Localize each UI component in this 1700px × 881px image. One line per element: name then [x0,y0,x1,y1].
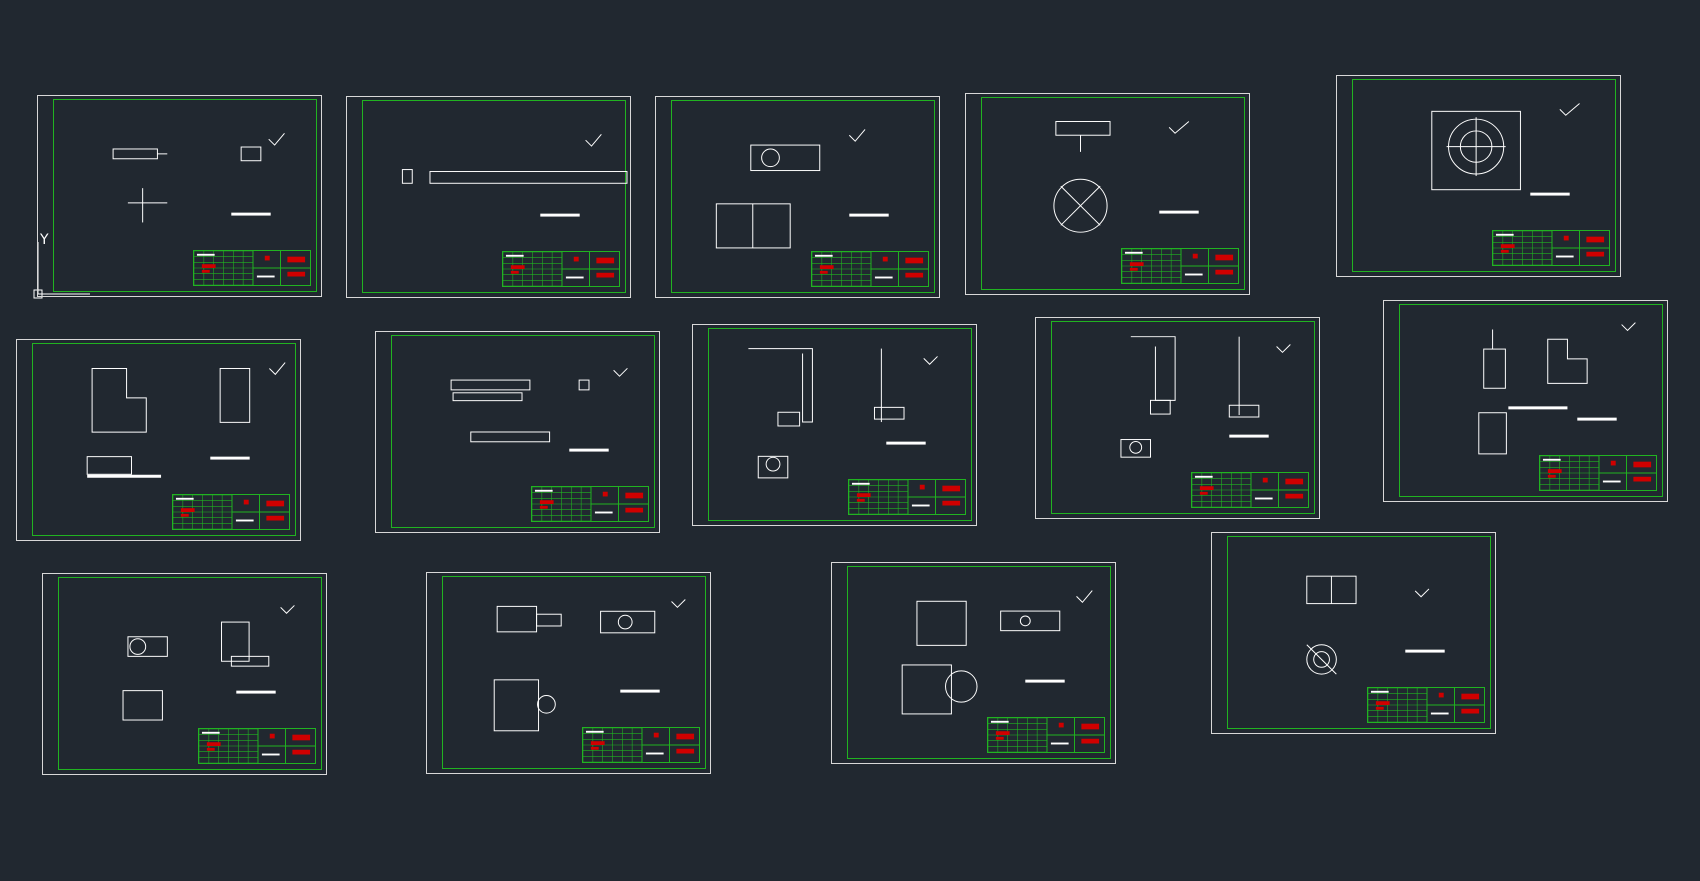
drawing-sheet-14[interactable] [1211,532,1496,734]
title-block [172,494,290,530]
sheet-frame [442,576,706,769]
drawing-sheet-12[interactable] [426,572,711,774]
sheet-frame [671,100,935,293]
sheet-frame [391,335,655,528]
title-block [848,479,966,515]
title-block [198,728,316,764]
drawing-sheet-7[interactable] [375,331,660,533]
drawing-sheet-2[interactable] [346,96,631,298]
title-block [193,250,311,286]
sheet-frame [362,100,628,293]
part-geometry [450,367,628,452]
sheet-frame [58,577,322,770]
part-geometry [1120,336,1291,458]
title-block [531,486,649,522]
part-geometry [493,599,686,732]
part-geometry [715,129,889,249]
part-geometry [86,362,286,478]
sheet-frame [53,99,317,292]
ucs-icon: Y [33,232,90,299]
part-geometry [748,348,938,479]
sheet-frame [32,343,296,536]
drawing-sheet-13[interactable] [831,562,1116,764]
drawing-sheet-10[interactable] [1383,300,1668,502]
sheet-frame [1227,536,1491,729]
sheet-frame [981,97,1245,290]
drawing-sheet-11[interactable] [42,573,327,775]
part-geometry [122,605,295,721]
drawing-sheet-1[interactable] [37,95,322,297]
title-block [1367,687,1485,723]
part-geometry [901,590,1093,715]
part-geometry [1478,322,1636,455]
title-block [502,251,620,287]
drawing-sheet-6[interactable] [16,339,301,541]
drawing-sheet-9[interactable] [1035,317,1320,519]
title-block [1121,248,1239,284]
title-block [811,251,929,287]
drawing-sheet-8[interactable] [692,324,977,526]
title-block [987,717,1105,753]
drawing-sheet-3[interactable] [655,96,940,298]
sheet-frame [1352,79,1616,272]
ucs-y-label: Y [39,232,49,248]
drawing-sheet-4[interactable] [965,93,1250,295]
title-block [582,727,700,763]
part-geometry [1431,103,1580,196]
part-geometry [112,132,285,223]
sheet-frame [1051,321,1315,514]
drawing-sheet-5[interactable] [1336,75,1621,277]
part-geometry [401,133,628,217]
title-block [1539,455,1657,491]
part-geometry [1053,121,1199,233]
sheet-frame [847,566,1111,759]
sheet-frame [1399,304,1663,497]
title-block [1191,472,1309,508]
title-block [1492,230,1610,266]
sheet-frame [708,328,972,521]
part-geometry [1306,575,1445,675]
